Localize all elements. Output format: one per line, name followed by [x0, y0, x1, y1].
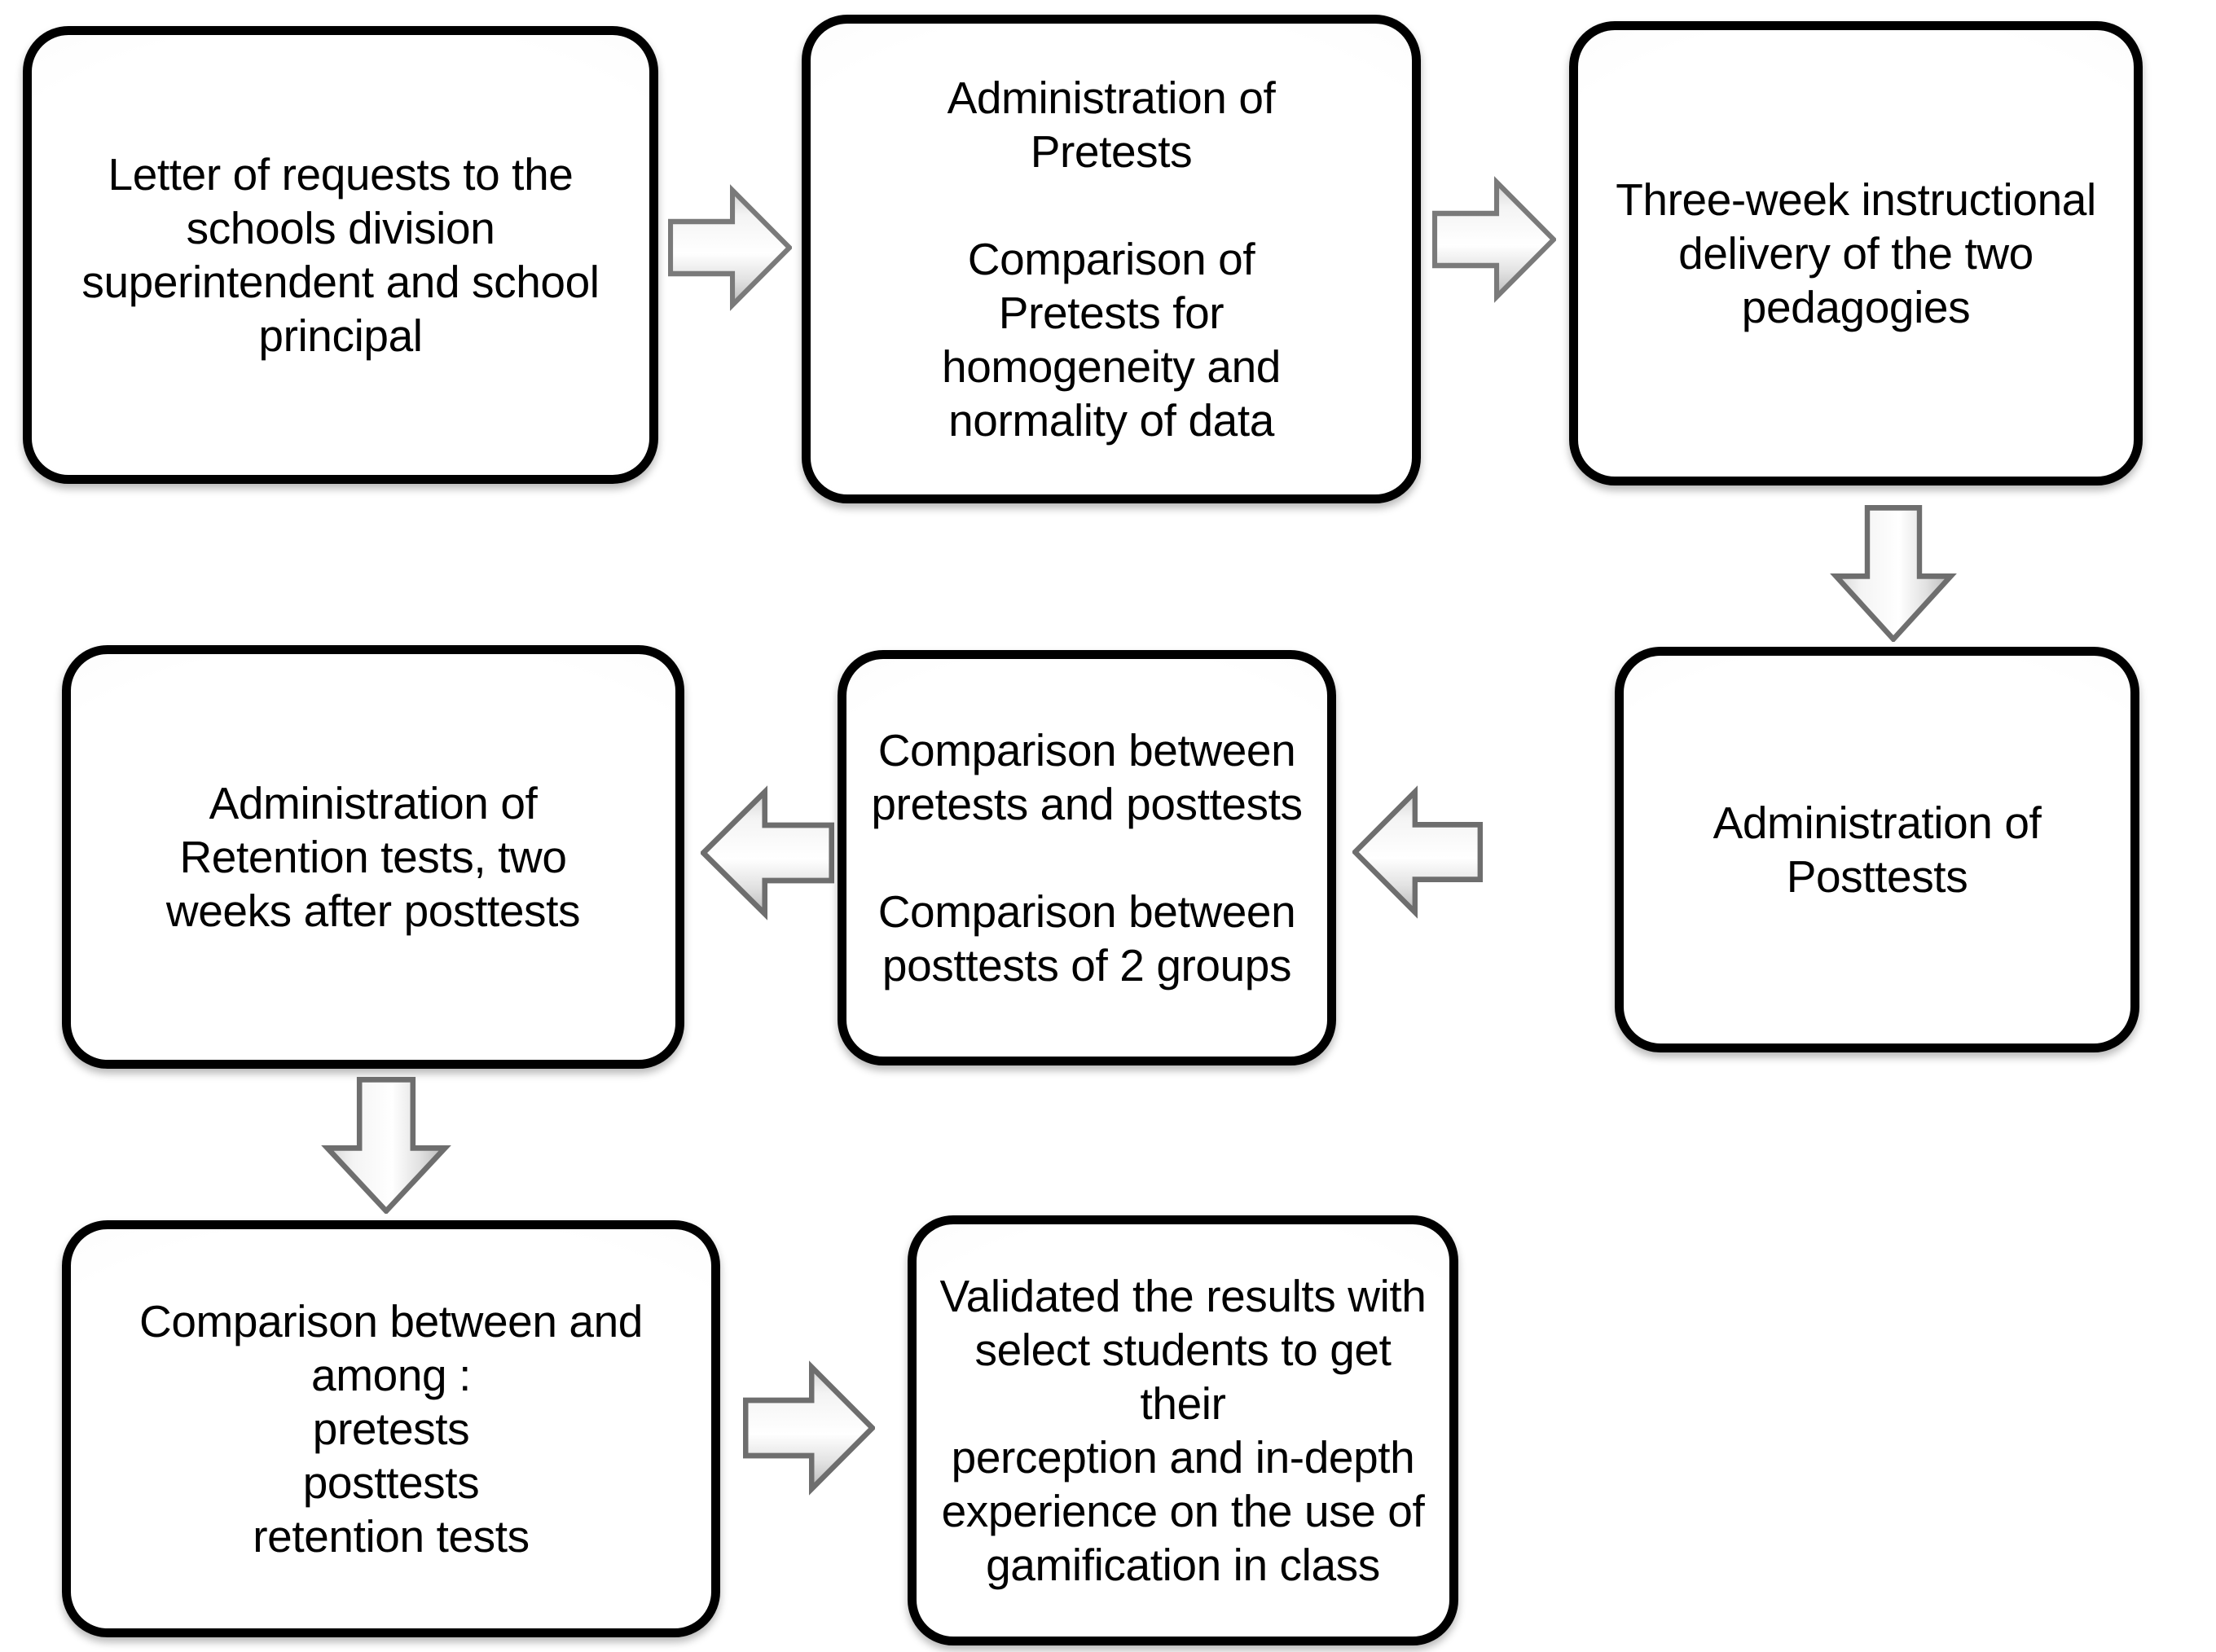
flow-node-label: Validated the results with select studen… [939, 1271, 1427, 1590]
flow-node-administration-of-retention-tests[interactable]: Administration of Retention tests, two w… [62, 645, 684, 1069]
flow-node-label: Comparison between and among : pretests … [139, 1296, 643, 1562]
flow-node-label: Letter of requests to the schools divisi… [81, 149, 600, 361]
flow-node-label: Three-week instructional delivery of the… [1616, 174, 2096, 332]
flow-node-comparison-pretests-posttests[interactable]: Comparison between pretests and posttest… [838, 650, 1336, 1065]
flow-node-administration-of-pretests[interactable]: Administration of Pretests Comparison of… [802, 15, 1421, 503]
flow-node-comparison-between-and-among[interactable]: Comparison between and among : pretests … [62, 1220, 720, 1637]
arrow-right-icon-3 [743, 1359, 875, 1497]
arrow-down-icon-1 [1828, 505, 1959, 642]
arrow-right-icon-2 [1432, 174, 1556, 305]
flow-node-label: Comparison between pretests and posttest… [871, 725, 1303, 991]
arrow-left-icon-1 [701, 784, 834, 922]
flow-node-letter-of-requests[interactable]: Letter of requests to the schools divisi… [23, 26, 658, 484]
arrow-left-icon-2 [1352, 784, 1483, 920]
arrow-down-icon-2 [319, 1077, 453, 1214]
arrow-right-icon-1 [668, 182, 792, 313]
flow-node-administration-of-posttests[interactable]: Administration of Posttests [1615, 647, 2139, 1052]
flow-node-label: Administration of Retention tests, two w… [165, 778, 581, 936]
flow-node-validated-the-results[interactable]: Validated the results with select studen… [908, 1215, 1458, 1645]
flow-node-label: Administration of Posttests [1713, 797, 2042, 902]
flow-node-three-week-instructional-delivery[interactable]: Three-week instructional delivery of the… [1569, 21, 2143, 485]
flow-node-label: Administration of Pretests Comparison of… [942, 72, 1281, 446]
